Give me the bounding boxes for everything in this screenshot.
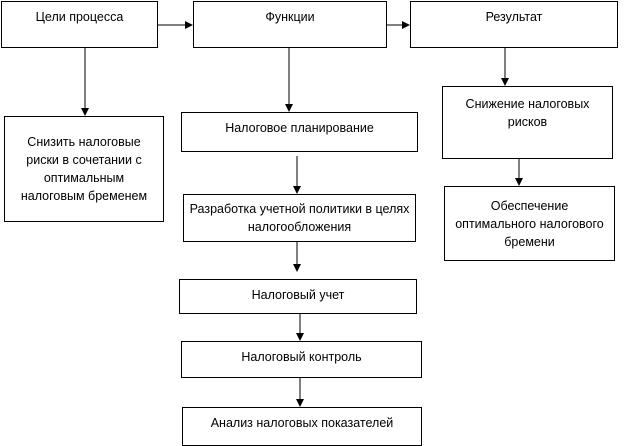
header-result-label: Результат — [485, 10, 543, 24]
header-functions: Функции — [193, 1, 387, 48]
function-tax-accounting-label: Налоговый учет — [251, 288, 345, 302]
result-optimal-burden-label: Обеспечение оптимального налогового брем… — [455, 198, 604, 249]
function-tax-planning: Налоговое планирование — [181, 112, 418, 152]
header-process-goals-label: Цели процесса — [35, 10, 124, 24]
header-functions-label: Функции — [265, 10, 315, 24]
function-accounting-policy: Разработка учетной политики в целях нало… — [183, 194, 416, 242]
function-tax-accounting: Налоговый учет — [179, 279, 417, 314]
header-result: Результат — [410, 1, 618, 48]
function-tax-analysis: Анализ налоговых показателей — [182, 407, 422, 446]
header-process-goals: Цели процесса — [1, 1, 158, 48]
result-optimal-burden: Обеспечение оптимального налогового брем… — [444, 186, 615, 261]
function-tax-control: Налоговый контроль — [181, 341, 422, 378]
function-accounting-policy-label: Разработка учетной политики в целях нало… — [189, 202, 410, 234]
goal-box: Снизить налоговые риски в сочетании с оп… — [4, 116, 164, 222]
function-tax-analysis-label: Анализ налоговых показателей — [210, 416, 394, 430]
function-tax-planning-label: Налоговое планирование — [225, 121, 374, 135]
result-risk-reduction-label: Снижение налоговых рисков — [465, 97, 590, 129]
goal-text: Снизить налоговые риски в сочетании с оп… — [20, 135, 148, 203]
result-risk-reduction: Снижение налоговых рисков — [442, 86, 613, 159]
function-tax-control-label: Налоговый контроль — [241, 350, 362, 364]
